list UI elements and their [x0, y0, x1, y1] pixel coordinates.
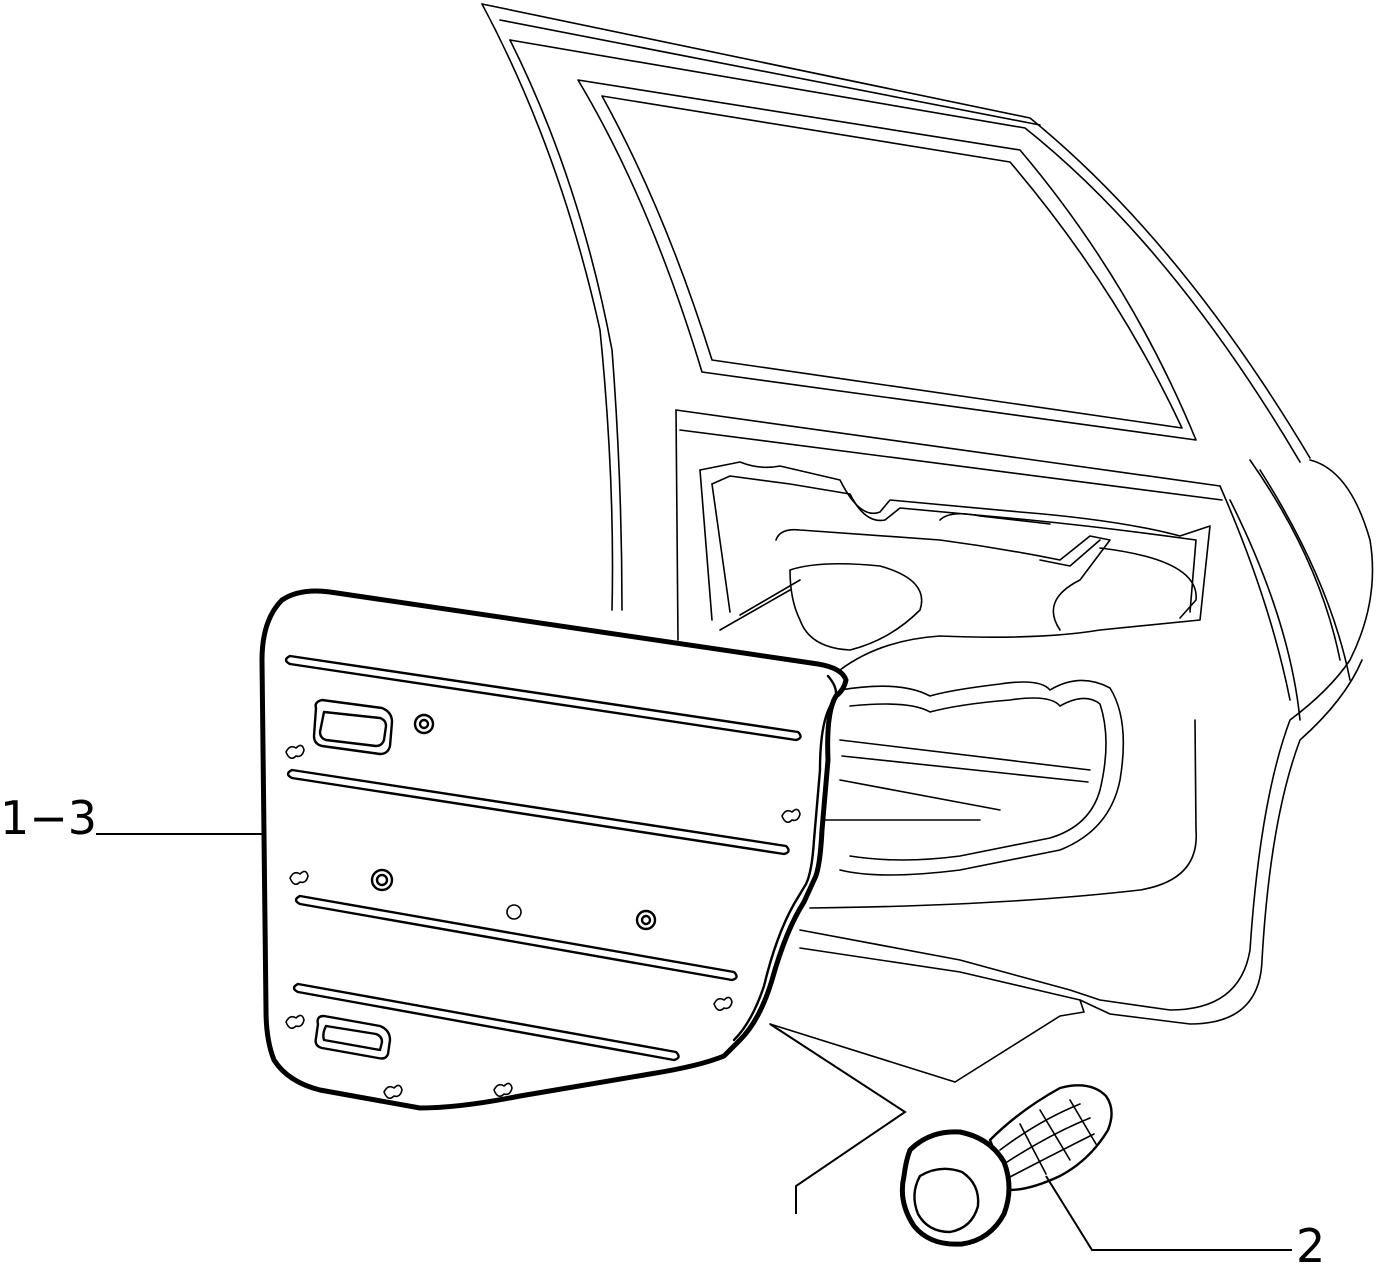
callout-clip: 2	[1296, 1219, 1325, 1266]
leader-lines	[96, 833, 1292, 1251]
door-frame	[481, 3, 1374, 1083]
door-trim-panel	[259, 588, 849, 1111]
trim-clip	[899, 1084, 1113, 1247]
callout-panel: 1−3	[0, 791, 97, 845]
